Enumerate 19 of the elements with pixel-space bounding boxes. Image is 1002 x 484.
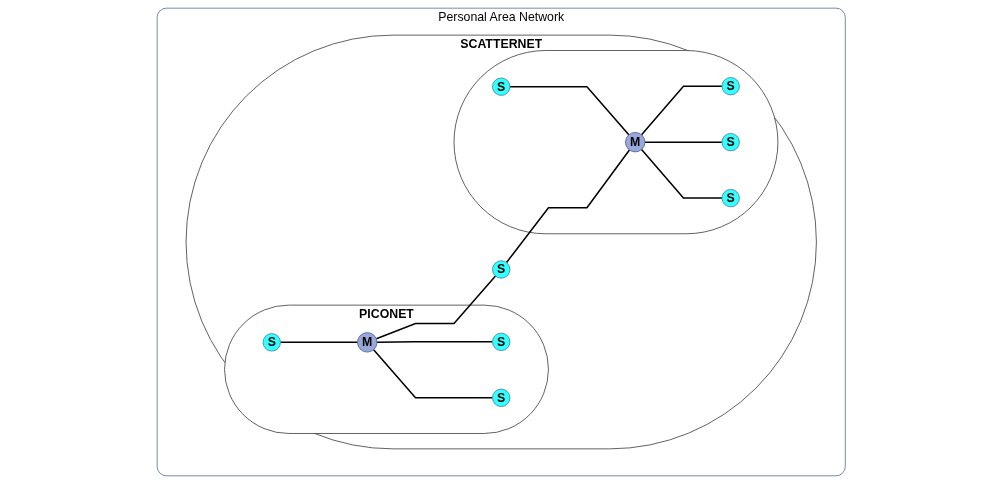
node-circle: S [721,133,740,152]
connector [643,141,723,143]
connector [279,341,359,344]
node-circle: S [491,77,511,96]
connector [640,85,723,136]
node-circle: M [624,132,646,153]
connector [505,149,630,264]
connector [372,348,494,399]
node-circle: M [356,332,378,353]
connector [640,148,723,199]
node-circle: S [721,189,740,208]
connector [508,85,630,136]
connector [375,275,496,340]
connector [376,341,494,343]
node-circle: S [491,260,511,279]
node-circle: S [491,332,511,351]
node-circle: S [491,388,511,407]
node-circle: S [721,77,740,96]
node-circle: S [262,333,281,352]
